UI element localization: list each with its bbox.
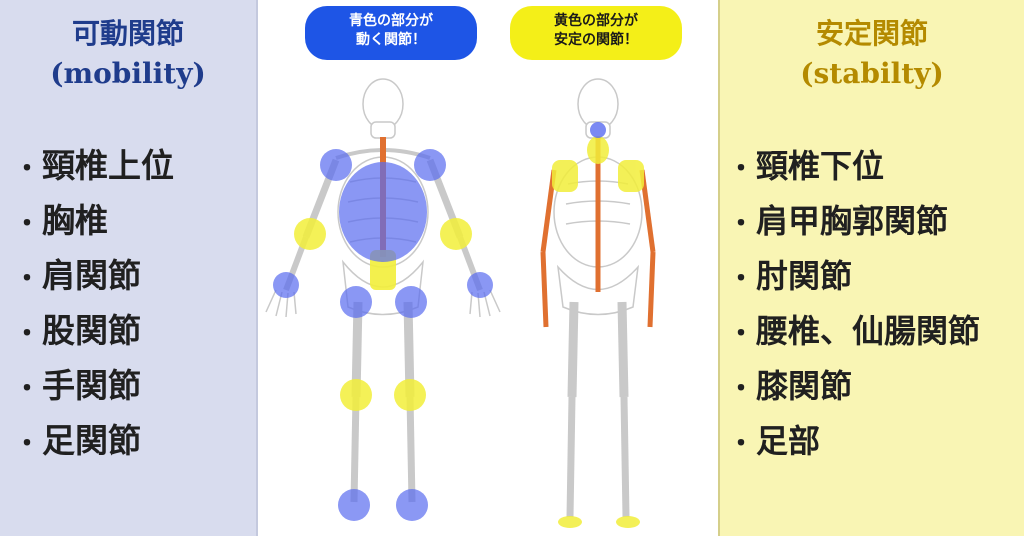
- mobility-panel: 可動関節 (mobility) 頸椎上位 胸椎 肩関節 股関節 手関節 足関節: [0, 0, 258, 536]
- yellow-caption-line1: 黄色の部分が: [554, 13, 638, 29]
- stability-title-en: (stabilty): [800, 57, 944, 90]
- list-item: 肩関節: [14, 250, 174, 305]
- list-item: 足関節: [14, 415, 174, 470]
- list-item: 足部: [728, 415, 980, 470]
- skeleton-figures: [265, 78, 656, 528]
- list-item: 手関節: [14, 360, 174, 415]
- list-item: 肘関節: [728, 250, 980, 305]
- blue-caption-line2: 動く関節！: [356, 32, 426, 48]
- yellow-joint-markers-front: [294, 218, 472, 411]
- back-blue-marker: [590, 122, 606, 138]
- list-item: 肩甲胸郭関節: [728, 195, 980, 250]
- list-item: 腰椎、仙腸関節: [728, 305, 980, 360]
- stability-list: 頸椎下位 肩甲胸郭関節 肘関節 腰椎、仙腸関節 膝関節 足部: [728, 140, 980, 470]
- mobility-title-ja: 可動関節: [71, 17, 184, 50]
- blue-joint-markers: [273, 149, 493, 521]
- list-item: 頸椎上位: [14, 140, 174, 195]
- yellow-joint-markers-back: [552, 136, 644, 528]
- blue-caption-bubble: 青色の部分が 動く関節！: [305, 6, 477, 60]
- list-item: 股関節: [14, 305, 174, 360]
- mobility-title-en: (mobility): [50, 57, 206, 90]
- list-item: 頸椎下位: [728, 140, 980, 195]
- yellow-caption-line2: 安定の関節！: [554, 32, 638, 48]
- mobility-list: 頸椎上位 胸椎 肩関節 股関節 手関節 足関節: [14, 140, 174, 470]
- mobility-title: 可動関節 (mobility): [0, 14, 256, 94]
- stability-title: 安定関節 (stabilty): [720, 14, 1024, 94]
- blue-caption-line1: 青色の部分が: [349, 13, 433, 29]
- list-item: 膝関節: [728, 360, 980, 415]
- list-item: 胸椎: [14, 195, 174, 250]
- yellow-caption-bubble: 黄色の部分が 安定の関節！: [510, 6, 682, 60]
- stability-panel: 安定関節 (stabilty) 頸椎下位 肩甲胸郭関節 肘関節 腰椎、仙腸関節 …: [718, 0, 1024, 536]
- stability-title-ja: 安定関節: [815, 17, 928, 50]
